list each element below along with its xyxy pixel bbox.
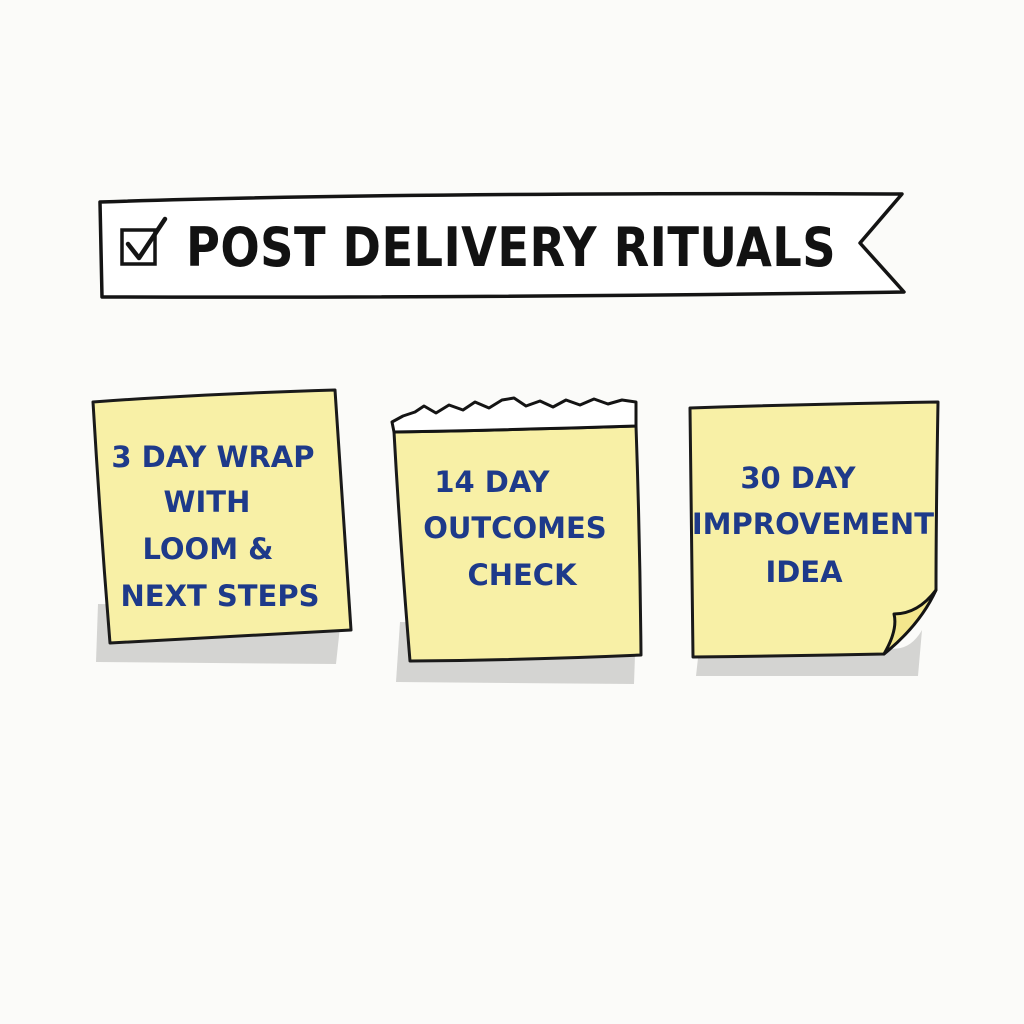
note-line: 30 DAY	[740, 461, 856, 495]
note-text: 3 DAY WRAP WITH LOOM & NEXT STEPS	[111, 440, 324, 613]
note-line: LOOM &	[142, 532, 273, 566]
note-line: IMPROVEMENT	[692, 507, 934, 541]
note-text: 30 DAY IMPROVEMENT IDEA	[692, 461, 944, 589]
note-line: NEXT STEPS	[121, 579, 320, 613]
torn-paper-strip	[390, 396, 638, 434]
note-line: IDEA	[765, 555, 843, 589]
note-line: 3 DAY WRAP	[111, 440, 314, 474]
sticky-note-3-day: 3 DAY WRAP WITH LOOM & NEXT STEPS	[91, 388, 353, 664]
note-paper	[91, 388, 353, 645]
sticky-note-30-day: 30 DAY IMPROVEMENT IDEA	[688, 400, 944, 676]
note-line: 14 DAY	[434, 465, 550, 499]
sticky-note-14-day: 14 DAY OUTCOMES CHECK	[390, 396, 643, 684]
title-banner: POST DELIVERY RITUALS	[98, 191, 906, 299]
banner-title: POST DELIVERY RITUALS	[186, 216, 836, 279]
checkbox-checked-icon	[120, 216, 168, 266]
note-line: CHECK	[467, 558, 578, 592]
banner-ribbon	[98, 191, 906, 299]
note-line: OUTCOMES	[423, 511, 606, 545]
note-line: WITH	[164, 485, 251, 519]
note-text: 14 DAY OUTCOMES CHECK	[423, 465, 617, 592]
curled-corner	[882, 588, 938, 656]
